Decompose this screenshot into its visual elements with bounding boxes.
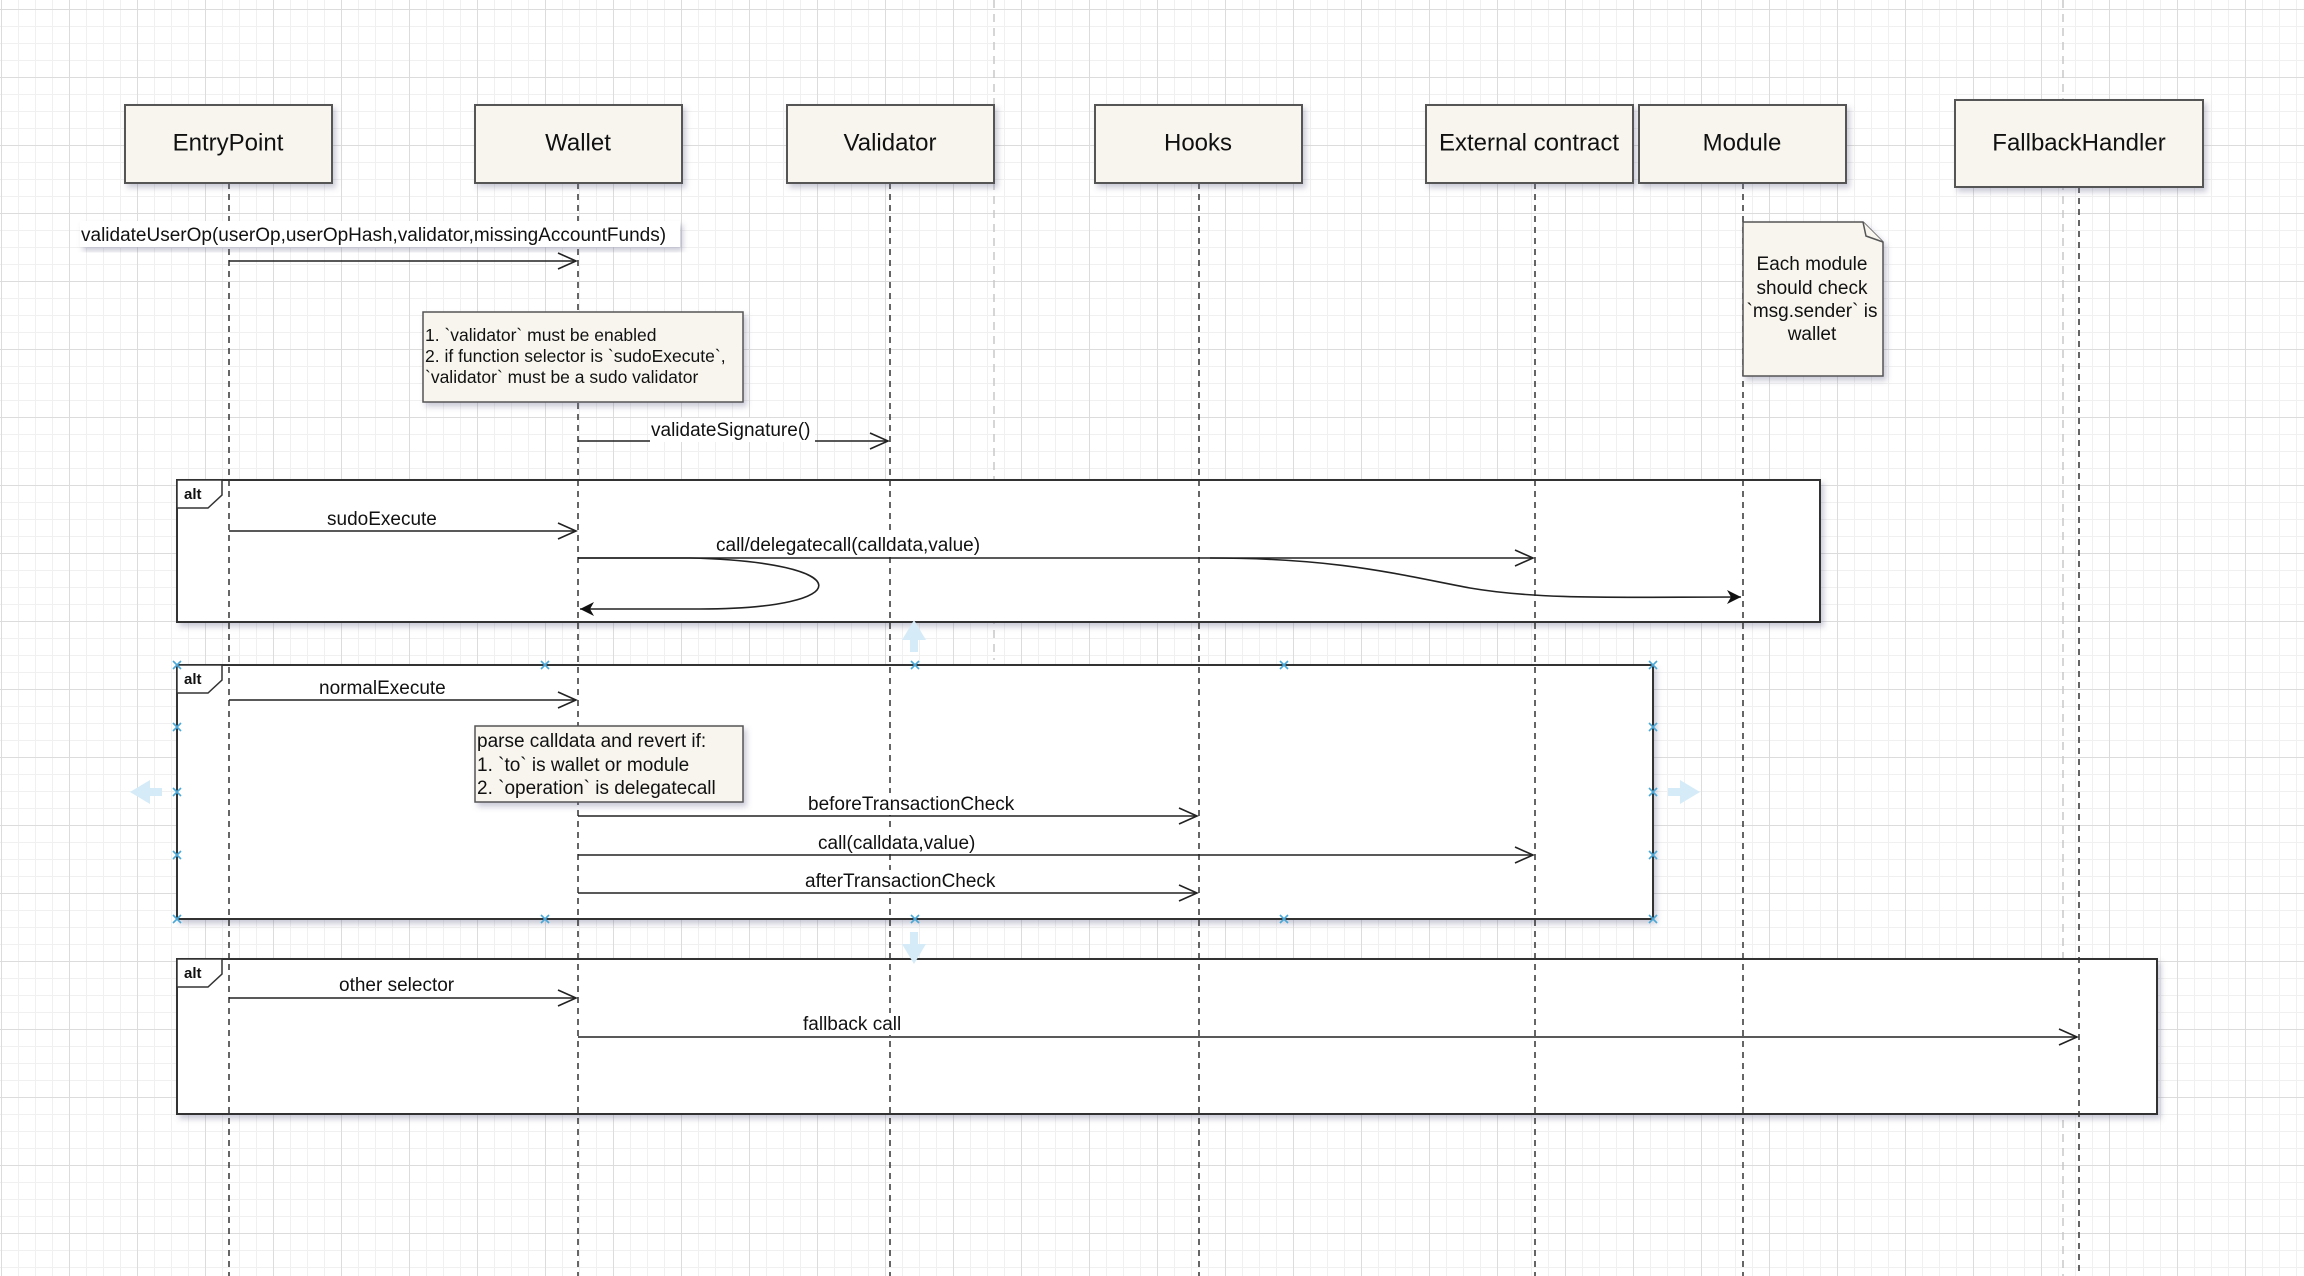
actor-label: EntryPoint	[173, 129, 284, 156]
arrow-down-icon[interactable]	[902, 932, 926, 964]
message-sudo-execute[interactable]: sudoExecute	[229, 509, 578, 540]
resize-handle[interactable]	[1648, 914, 1658, 924]
resize-handle[interactable]	[540, 660, 550, 670]
note-line: `validator` must be a sudo validator	[425, 367, 698, 387]
message-label: afterTransactionCheck	[805, 871, 996, 892]
arrow-up-icon[interactable]	[902, 620, 926, 652]
resize-handle[interactable]	[172, 850, 182, 860]
actor-label: Hooks	[1164, 129, 1232, 156]
actor-label: External contract	[1439, 129, 1619, 156]
note-line: should check	[1757, 278, 1868, 299]
actor-hooks[interactable]: Hooks	[1094, 104, 1303, 184]
actor-wallet[interactable]: Wallet	[474, 104, 683, 184]
resize-handle[interactable]	[172, 914, 182, 924]
message-call-delegatecall[interactable]: call/delegatecall(calldata,value)	[578, 533, 1535, 567]
actor-label: Wallet	[545, 129, 611, 156]
note-parse-calldata[interactable]: parse calldata and revert if: 1. `to` is…	[474, 725, 744, 803]
resize-handle[interactable]	[1648, 660, 1658, 670]
resize-handle[interactable]	[1648, 850, 1658, 860]
arrow-left-icon[interactable]	[130, 780, 162, 804]
message-before-transaction-check[interactable]: beforeTransactionCheck	[578, 793, 1199, 825]
actor-external-contract[interactable]: External contract	[1425, 104, 1634, 184]
arrow-right-icon[interactable]	[1668, 780, 1700, 804]
message-label: normalExecute	[319, 678, 446, 699]
note-line: Each module	[1757, 254, 1868, 275]
message-after-transaction-check[interactable]: afterTransactionCheck	[578, 870, 1199, 902]
message-normal-execute[interactable]: normalExecute	[229, 677, 578, 709]
resize-handle[interactable]	[540, 914, 550, 924]
note-line: `msg.sender` is	[1747, 301, 1878, 322]
resize-handle[interactable]	[910, 660, 920, 670]
actor-module[interactable]: Module	[1638, 104, 1847, 184]
message-label: validateSignature()	[651, 420, 810, 441]
actor-entrypoint[interactable]: EntryPoint	[124, 104, 333, 184]
resize-handle[interactable]	[910, 914, 920, 924]
actor-label: Module	[1703, 129, 1782, 156]
frame-label: alt	[184, 671, 202, 688]
actor-label: Validator	[844, 129, 937, 156]
note-line: 2. `operation` is delegatecall	[477, 778, 716, 799]
message-call-calldata-value[interactable]: call(calldata,value)	[578, 832, 1535, 864]
resize-handle[interactable]	[1279, 914, 1289, 924]
actor-fallbackhandler[interactable]: FallbackHandler	[1954, 99, 2204, 188]
message-label: sudoExecute	[327, 509, 437, 530]
frame-label: alt	[184, 486, 202, 503]
message-fallback-call[interactable]: fallback call	[578, 1013, 2079, 1046]
message-other-selector[interactable]: other selector	[229, 975, 578, 1007]
resize-handle[interactable]	[172, 660, 182, 670]
message-label: call/delegatecall(calldata,value)	[716, 535, 980, 556]
resize-handle[interactable]	[1279, 660, 1289, 670]
note-line: 2. if function selector is `sudoExecute`…	[425, 346, 726, 366]
message-label: call(calldata,value)	[818, 833, 975, 854]
message-call-module[interactable]	[1209, 557, 1742, 605]
selection-handles[interactable]	[130, 620, 1700, 964]
note-line: wallet	[1787, 324, 1837, 345]
message-validate-signature[interactable]: validateSignature()	[578, 418, 890, 450]
resize-handle[interactable]	[1648, 722, 1658, 732]
message-label: beforeTransactionCheck	[808, 794, 1015, 815]
frame-label: alt	[184, 965, 202, 982]
message-validate-user-op[interactable]: validateUserOp(userOp,userOpHash,validat…	[80, 221, 680, 270]
resize-handle[interactable]	[172, 787, 182, 797]
resize-handle[interactable]	[172, 722, 182, 732]
message-label: other selector	[339, 975, 455, 996]
note-line: parse calldata and revert if:	[477, 731, 706, 752]
actor-label: FallbackHandler	[1992, 129, 2165, 156]
message-label: fallback call	[803, 1014, 901, 1035]
message-label: validateUserOp(userOp,userOpHash,validat…	[81, 225, 666, 246]
resize-handle[interactable]	[1648, 787, 1658, 797]
actor-validator[interactable]: Validator	[786, 104, 995, 184]
note-validator-rules[interactable]: 1. `validator` must be enabled 2. if fun…	[422, 311, 744, 403]
note-line: 1. `to` is wallet or module	[477, 755, 689, 776]
note-module-check[interactable]: Each module should check `msg.sender` is…	[1742, 221, 1884, 377]
note-line: 1. `validator` must be enabled	[425, 325, 657, 345]
alt-frame-sudo-execute[interactable]: alt	[176, 479, 1821, 623]
message-self-return[interactable]	[578, 557, 820, 616]
